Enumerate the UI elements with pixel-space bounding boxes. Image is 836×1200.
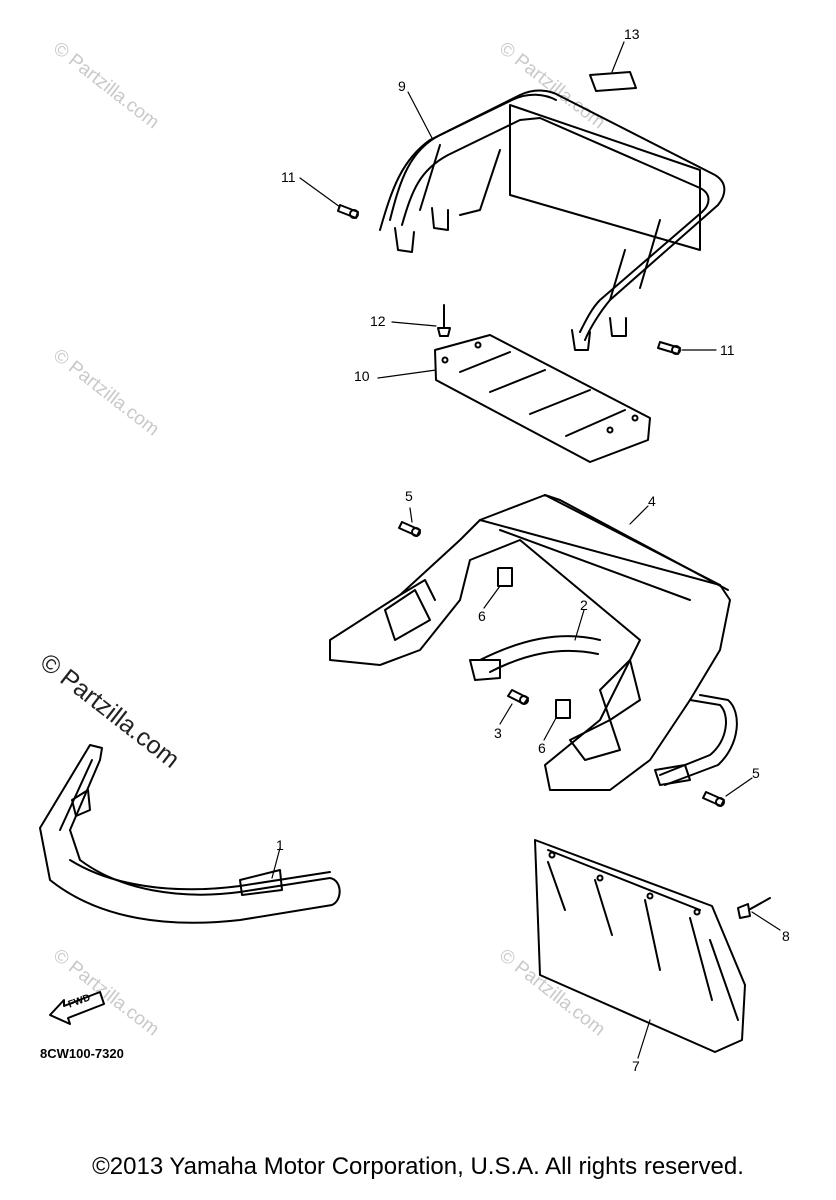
part-9-rear-rack [379, 89, 726, 351]
part-6-nut-upper [497, 567, 513, 587]
callout-5: 5 [405, 488, 413, 504]
callout-3: 3 [494, 725, 502, 741]
fwd-arrow-icon [49, 991, 105, 1025]
callout-2: 2 [580, 597, 588, 613]
callout-11: 11 [281, 169, 296, 185]
callout-8: 8 [782, 928, 790, 944]
part-11-bolt-left [337, 204, 359, 219]
part-6-nut-lower [555, 699, 571, 719]
callout-11: 11 [720, 342, 735, 358]
part-7-mud-flap [534, 839, 746, 1053]
part-12-rivet [437, 304, 451, 337]
callout-5: 5 [752, 765, 760, 781]
callout-10: 10 [354, 368, 370, 384]
callout-6: 6 [538, 740, 546, 756]
part-2-bracket-frame [469, 635, 738, 786]
callout-12: 12 [370, 313, 386, 329]
callout-4: 4 [648, 493, 656, 509]
part-1-front-bumper [39, 744, 341, 924]
part-5-bolt-upper [398, 521, 421, 537]
copyright-notice: ©2013 Yamaha Motor Corporation, U.S.A. A… [92, 1153, 744, 1180]
diagram-code: 8CW100-7320 [40, 1046, 124, 1061]
part-10-plate [434, 334, 651, 463]
callout-9: 9 [398, 78, 406, 94]
part-3-bolt [507, 689, 529, 705]
callout-1: 1 [276, 837, 284, 853]
callout-13: 13 [624, 26, 640, 42]
callout-7: 7 [632, 1058, 640, 1074]
part-13-label-plate [589, 71, 637, 92]
part-4-rear-carrier [329, 494, 731, 791]
part-8-rivet [737, 897, 771, 919]
part-5-bolt-lower [702, 791, 725, 807]
callout-6: 6 [478, 608, 486, 624]
leader-lines [271, 41, 781, 1059]
part-11-bolt-right [657, 341, 681, 355]
